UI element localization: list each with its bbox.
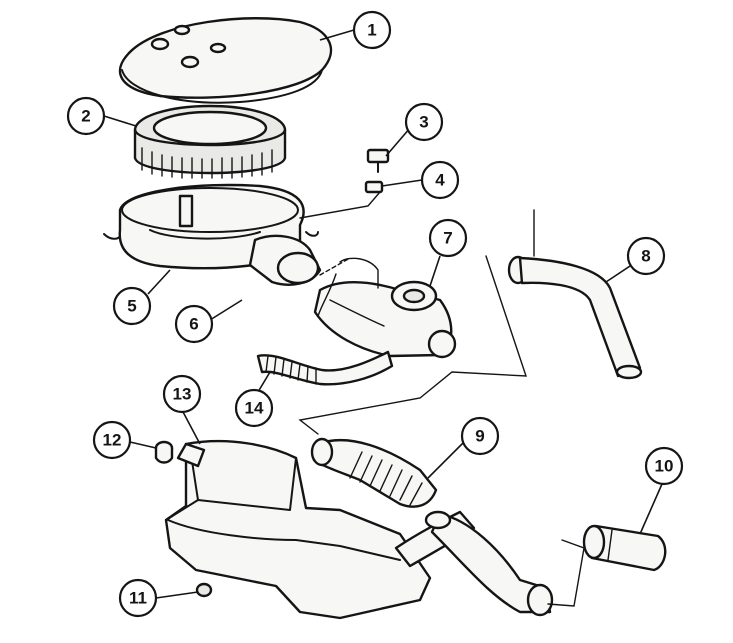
callout-5: 5 (112, 286, 152, 326)
callout-4: 4 (420, 160, 460, 200)
callout-8: 8 (626, 236, 666, 276)
valve-assembly (313, 257, 457, 359)
clip-upper (366, 148, 390, 173)
callout-number: 1 (367, 21, 376, 40)
callout-number: 4 (435, 171, 445, 190)
callout-number: 6 (189, 315, 198, 334)
callout-7: 7 (428, 218, 468, 258)
callout-number: 5 (127, 297, 136, 316)
callout-6: 6 (174, 304, 214, 344)
intake-pipe (507, 255, 643, 380)
callout-number: 13 (173, 385, 192, 404)
callout-number: 12 (103, 431, 122, 450)
callout-3: 3 (404, 102, 444, 142)
grommet (154, 440, 174, 464)
resonator-box (164, 439, 476, 620)
callout-number: 14 (245, 399, 264, 418)
callout-14: 14 (234, 388, 274, 428)
corrugated-hose (256, 350, 394, 386)
outlet-elbow (424, 510, 554, 617)
sleeve (582, 524, 667, 572)
leader-lines (103, 29, 663, 599)
callout-12: 12 (92, 420, 132, 460)
callout-number: 9 (475, 427, 484, 446)
filter-element (133, 104, 287, 179)
callout-number: 7 (443, 229, 452, 248)
callout-1: 1 (352, 10, 392, 50)
drain-plug (195, 582, 213, 598)
callout-number: 3 (419, 113, 428, 132)
callout-number: 10 (655, 457, 674, 476)
callout-2: 2 (66, 96, 106, 136)
callout-10: 10 (644, 446, 684, 486)
corrugated-duct (310, 437, 438, 508)
callout-13: 13 (162, 374, 202, 414)
callout-11: 11 (118, 578, 158, 618)
callout-number: 8 (641, 247, 650, 266)
air-cleaner-cover (118, 17, 333, 104)
clip-lower (364, 180, 384, 194)
callout-number: 2 (81, 107, 90, 126)
callout-9: 9 (460, 416, 500, 456)
assembly-lines (298, 191, 585, 607)
callout-number: 11 (129, 589, 147, 608)
air-cleaner-base (103, 183, 322, 286)
